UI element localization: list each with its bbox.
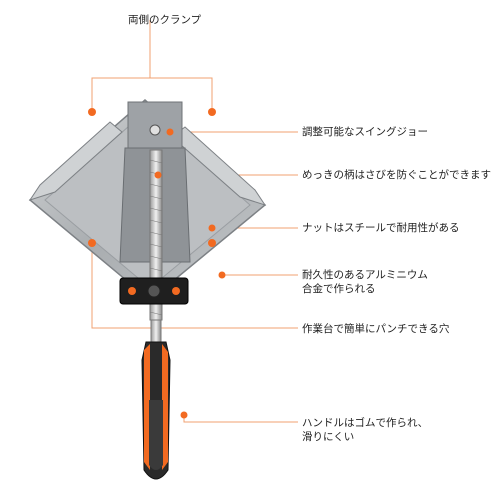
label-aluminum: 耐久性のあるアルミニウム 合金で作られる — [302, 268, 428, 296]
label-nut: ナットはスチールで耐用性がある — [302, 222, 460, 234]
label-double-clamp: 両側のクランプ — [128, 14, 202, 26]
label-aluminum-line1: 耐久性のあるアルミニウム — [302, 269, 428, 281]
label-holes: 作業台で簡単にパンチできる穴 — [302, 323, 450, 335]
punch-hole-marker — [88, 239, 96, 247]
label-aluminum-line2: 合金で作られる — [302, 283, 376, 295]
label-handle: ハンドルはゴムで作られ、 滑りにくい — [302, 416, 428, 444]
label-thread: めっきの柄はさびを防ぐことができます — [302, 169, 491, 181]
label-handle-line1: ハンドルはゴムで作られ、 — [302, 417, 429, 429]
callout-line-handle — [183, 415, 298, 423]
label-swing-jaw: 調整可能なスイングジョー — [302, 126, 428, 138]
callout-line-holes — [91, 243, 298, 329]
clamp-body — [28, 99, 267, 321]
callout-bracket-top — [91, 77, 213, 112]
handle — [141, 319, 188, 480]
label-handle-line2: 滑りにくい — [302, 431, 355, 443]
